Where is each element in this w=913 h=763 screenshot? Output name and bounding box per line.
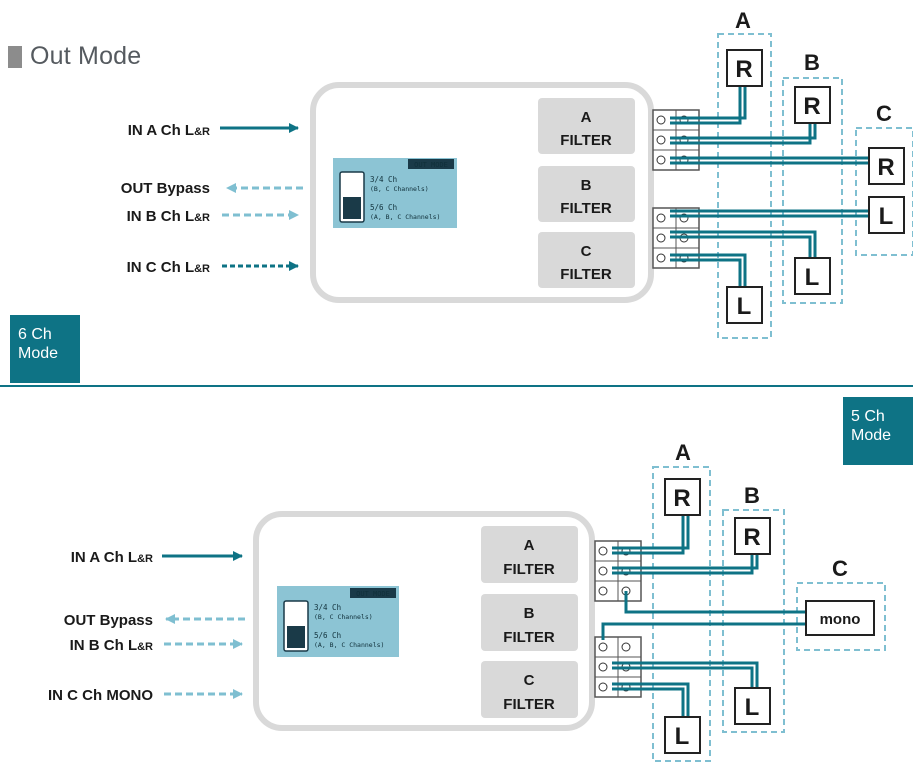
- svg-text:R: R: [673, 485, 690, 512]
- section-5ch: IN A Ch L&R OUT Bypass IN B Ch L&R IN C …: [48, 440, 886, 762]
- switch-opt1-line1: 3/4 Ch: [314, 603, 341, 612]
- speaker-c-mono: mono: [805, 600, 875, 636]
- group-label-b: B: [804, 50, 820, 75]
- mode-badge-line2: Mode: [18, 345, 59, 362]
- filter-box-a: [481, 526, 578, 583]
- switch-opt1-line1: 3/4 Ch: [370, 175, 397, 184]
- filter-c-line2: FILTER: [560, 266, 612, 283]
- switch-opt2-line2: (A, B, C Channels): [314, 641, 384, 649]
- switch-badge-bg: [350, 588, 396, 598]
- filter-b-line2: FILTER: [503, 629, 555, 646]
- filter-b-line1: B: [524, 605, 535, 622]
- switch-badge-label: OUT MODE: [414, 161, 448, 169]
- mode-badge-line1: 5 Ch: [851, 408, 885, 425]
- filter-c-line1: C: [581, 243, 592, 260]
- page-title: Out Mode: [30, 42, 142, 70]
- svg-text:R: R: [877, 154, 894, 181]
- speaker-a-l: L: [726, 286, 763, 324]
- svg-text:R: R: [743, 524, 760, 551]
- input-label-b: IN B Ch L&R: [70, 637, 153, 654]
- filter-b-line2: FILTER: [560, 200, 612, 217]
- mode-badge-6ch: 6 Ch Mode: [10, 315, 80, 383]
- section-6ch: IN A Ch L&R OUT Bypass IN B Ch L&R IN C …: [121, 8, 913, 339]
- filter-c-line1: C: [524, 672, 535, 689]
- svg-text:L: L: [737, 293, 752, 320]
- filter-b-line1: B: [581, 177, 592, 194]
- group-box-a: [652, 466, 711, 762]
- switch-opt1-line2: (B, C Channels): [370, 185, 429, 193]
- switch-opt2-line1: 5/6 Ch: [370, 203, 397, 212]
- group-box-a: [717, 33, 772, 339]
- filter-a: A FILTER: [538, 98, 635, 154]
- speaker-c-r: R: [868, 147, 905, 185]
- group-label-c: C: [876, 101, 892, 126]
- switch-badge-bg: [408, 159, 454, 169]
- switch-knob: [343, 197, 361, 219]
- filter-box-b: [538, 166, 635, 222]
- svg-text:R: R: [803, 93, 820, 120]
- switch-opt2-line1: 5/6 Ch: [314, 631, 341, 640]
- input-label-c: IN C Ch MONO: [48, 687, 153, 704]
- speaker-b-r: R: [734, 517, 771, 555]
- speaker-a-r: R: [664, 478, 701, 516]
- svg-text:L: L: [745, 694, 760, 721]
- terminal-block-upper: [652, 109, 700, 171]
- speaker-b-r: R: [794, 86, 831, 124]
- speaker-a-r: R: [726, 49, 763, 87]
- switch-badge-label: OUT MODE: [356, 590, 390, 598]
- group-box-c: [796, 582, 886, 651]
- group-label-c: C: [832, 556, 848, 581]
- filter-c: C FILTER: [538, 232, 635, 288]
- filter-c-line2: FILTER: [503, 696, 555, 713]
- group-box-c: [855, 127, 913, 256]
- switch-opt2-line2: (A, B, C Channels): [370, 213, 440, 221]
- switch-knob: [287, 626, 305, 648]
- speaker-a-l: L: [664, 716, 701, 754]
- group-box-b: [722, 509, 785, 733]
- filter-box-b: [481, 594, 578, 651]
- cables-section-2: [601, 515, 806, 717]
- out-mode-switch-panel: OUT MODE 3/4 Ch (B, C Channels) 5/6 Ch (…: [333, 158, 457, 228]
- filter-a-line2: FILTER: [503, 561, 555, 578]
- title-square-icon: [8, 45, 22, 68]
- mode-badge-5ch: 5 Ch Mode: [843, 397, 913, 465]
- svg-text:L: L: [805, 264, 820, 291]
- cables-section-1: [670, 86, 869, 287]
- filter-a-line2: FILTER: [560, 132, 612, 149]
- filter-c: C FILTER: [481, 661, 578, 718]
- filter-a-line1: A: [524, 537, 535, 554]
- filter-box-c: [481, 661, 578, 718]
- section-divider: [0, 385, 913, 387]
- svg-text:mono: mono: [820, 611, 861, 628]
- input-label-a: IN A Ch L&R: [128, 122, 210, 139]
- group-box-b: [782, 77, 843, 304]
- input-label-b: IN B Ch L&R: [127, 208, 210, 225]
- speaker-b-l: L: [794, 257, 831, 295]
- switch-opt1-line2: (B, C Channels): [314, 613, 373, 621]
- svg-text:R: R: [735, 56, 752, 83]
- filter-box-a: [538, 98, 635, 154]
- svg-text:L: L: [879, 203, 894, 230]
- output-bypass-label: OUT Bypass: [121, 180, 210, 197]
- terminal-block-upper: [594, 540, 642, 602]
- input-label-c: IN C Ch L&R: [127, 259, 210, 276]
- speaker-b-l: L: [734, 687, 771, 725]
- group-label-a: A: [675, 440, 691, 465]
- mode-badge-line1: 6 Ch: [18, 326, 52, 343]
- page-title-row: Out Mode: [8, 42, 141, 71]
- svg-text:L: L: [675, 723, 690, 750]
- filter-a: A FILTER: [481, 526, 578, 583]
- filter-b: B FILTER: [538, 166, 635, 222]
- mode-badge-line2: Mode: [851, 427, 892, 444]
- input-label-a: IN A Ch L&R: [71, 549, 153, 566]
- group-label-b: B: [744, 483, 760, 508]
- out-mode-switch-panel: OUT MODE 3/4 Ch (B, C Channels) 5/6 Ch (…: [277, 586, 399, 657]
- filter-b: B FILTER: [481, 594, 578, 651]
- output-bypass-label: OUT Bypass: [64, 612, 153, 629]
- filter-box-c: [538, 232, 635, 288]
- filter-a-line1: A: [581, 109, 592, 126]
- group-label-a: A: [735, 8, 751, 33]
- speaker-c-l: L: [868, 196, 905, 234]
